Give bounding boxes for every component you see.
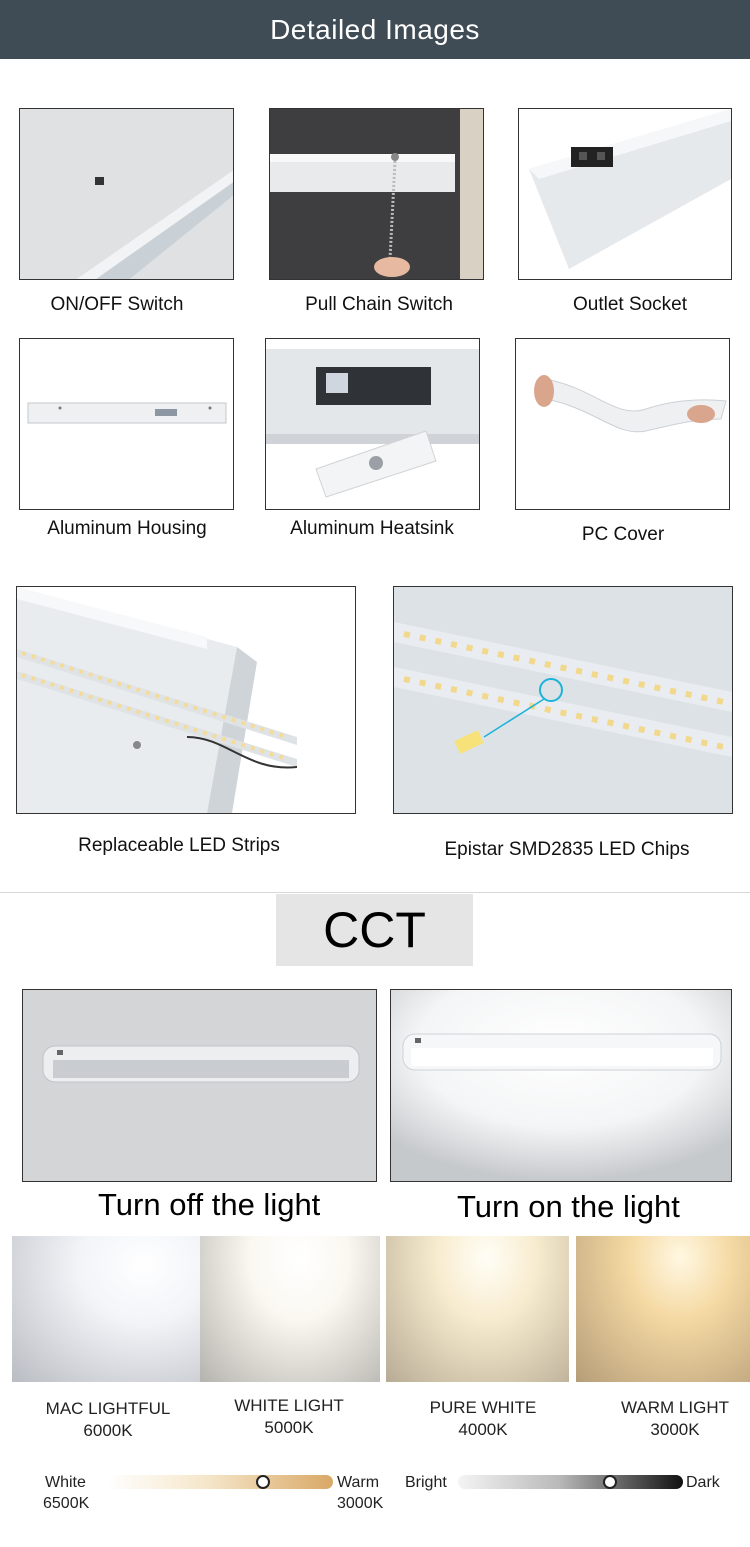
cct-kelvin-3000k: 3000K (650, 1420, 700, 1439)
caption-pull-chain-switch: Pull Chain Switch (305, 294, 453, 315)
color-slider-right-label: Warm 3000K (337, 1472, 383, 1514)
cct-name-4000k: PURE WHITE (429, 1398, 537, 1417)
led-chips-photo (393, 586, 733, 814)
color-temperature-slider-knob[interactable] (256, 1475, 270, 1489)
fixture-illustration (20, 109, 233, 279)
brightness-slider-track[interactable] (458, 1475, 683, 1489)
caption-outlet-socket: Outlet Socket (572, 294, 688, 315)
section-header: Detailed Images (0, 0, 750, 59)
caption-replaceable-led-strips: Replaceable LED Strips (78, 835, 280, 856)
led-chips-illustration (394, 587, 732, 813)
cct-kelvin-4000k: 4000K (458, 1420, 508, 1439)
housing-illustration (27, 402, 227, 424)
section-title: Detailed Images (270, 13, 480, 45)
caption-led-chips: Epistar SMD2835 LED Chips (444, 839, 690, 860)
heatsink-photo (265, 338, 480, 510)
cct-name-3000k: WARM LIGHT (621, 1398, 729, 1417)
housing-photo (19, 338, 234, 510)
color-slider-left-label: White 6500K (43, 1472, 89, 1514)
light-on-photo (390, 989, 732, 1182)
caption-pc-cover: PC Cover (581, 524, 665, 545)
pull-chain-illustration (270, 109, 483, 279)
caption-on-off-switch: ON/OFF Switch (50, 294, 184, 315)
section-divider (0, 892, 750, 893)
brightness-slider-left-label: Bright (405, 1474, 447, 1491)
cct-title: CCT (323, 902, 426, 958)
fixture-on-illustration (391, 990, 731, 1181)
caption-aluminum-heatsink: Aluminum Heatsink (290, 518, 454, 539)
pc-cover-photo (515, 338, 730, 510)
cct-name-5000k: WHITE LIGHT (234, 1396, 344, 1415)
cct-heading: CCT (276, 894, 473, 966)
cct-kelvin-6000k: 6000K (83, 1421, 133, 1440)
caption-turn-on: Turn on the light (457, 1189, 680, 1224)
color-slider-left-name: White (45, 1474, 86, 1491)
color-slider-right-value: 3000K (337, 1495, 384, 1512)
cct-4000k-swatch (386, 1236, 569, 1382)
cct-3000k-swatch (576, 1236, 750, 1382)
cct-5000k-swatch (200, 1236, 380, 1382)
pc-cover-illustration (534, 375, 727, 433)
pull-chain-photo (269, 108, 484, 280)
color-slider-left-value: 6500K (43, 1495, 90, 1512)
caption-turn-off: Turn off the light (98, 1187, 321, 1222)
cct-label-5000k: WHITE LIGHT 5000K (209, 1395, 369, 1439)
brightness-slider-knob[interactable] (603, 1475, 617, 1489)
cct-name-6000k: MAC LIGHTFUL (45, 1399, 171, 1418)
color-temperature-slider-track[interactable] (107, 1475, 333, 1489)
switch-closeup-photo (19, 108, 234, 280)
heatsink-illustration (266, 349, 479, 498)
outlet-illustration (519, 109, 731, 279)
brightness-slider-right-label: Dark (686, 1474, 720, 1491)
cct-label-3000k: WARM LIGHT 3000K (605, 1397, 745, 1441)
light-off-photo (22, 989, 377, 1182)
fixture-off-illustration (23, 990, 376, 1181)
led-strips-photo (16, 586, 356, 814)
caption-aluminum-housing: Aluminum Housing (47, 518, 207, 539)
outlet-socket-photo (518, 108, 732, 280)
led-strips-illustration (17, 587, 298, 813)
cct-6000k-swatch (12, 1236, 200, 1382)
color-slider-right-name: Warm (337, 1474, 380, 1491)
cct-kelvin-5000k: 5000K (264, 1418, 314, 1437)
cct-label-6000k: MAC LIGHTFUL 6000K (28, 1398, 188, 1442)
cct-label-4000k: PURE WHITE 4000K (403, 1397, 563, 1441)
